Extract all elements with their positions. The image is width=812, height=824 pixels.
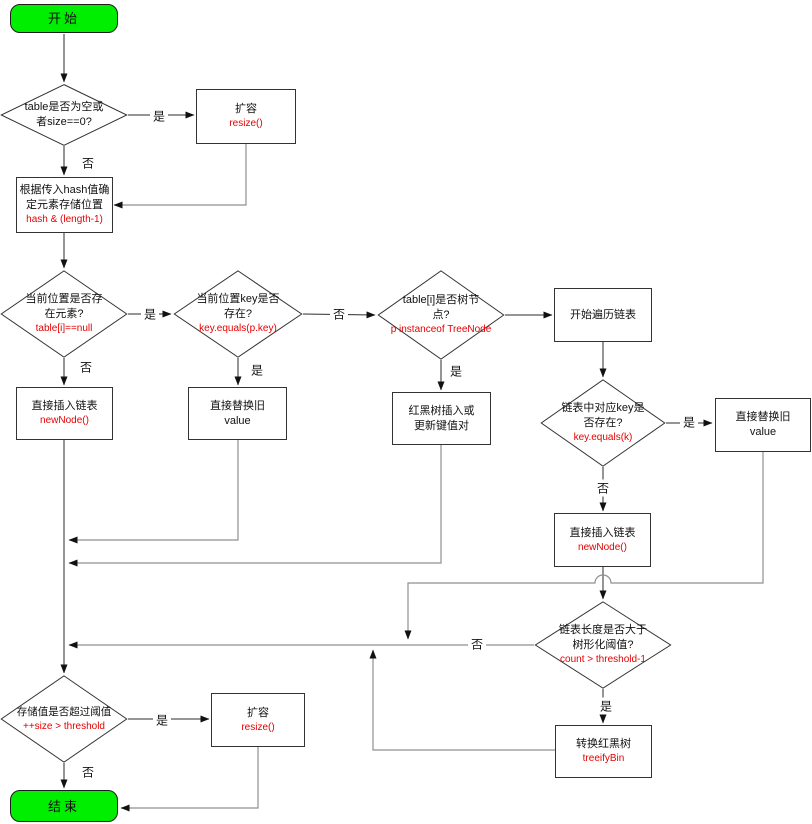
edge-label-no-listkey: 否: [593, 479, 613, 497]
process-rbtree-insert: 红黑树插入或 更新键值对: [392, 392, 491, 445]
decision-text: 存储值是否超过阈值: [16, 705, 112, 718]
process-code: resize(): [241, 721, 275, 733]
diamond-shape: [0, 270, 128, 358]
diamond-shape: [377, 270, 505, 360]
decision-text: table[i]是否树节: [402, 294, 480, 306]
edge-label-yes-empty: 是: [149, 107, 169, 125]
edge-label-yes-treenode: 是: [446, 362, 466, 380]
process-text: value: [749, 426, 777, 438]
process-text: 红黑树插入或: [408, 404, 475, 417]
process-code: newNode(): [40, 415, 89, 426]
diamond-shape: [0, 84, 128, 146]
decision-list-length: 链表长度是否大于 树形化阈值? count > threshold-1: [534, 601, 672, 689]
decision-size-threshold: 存储值是否超过阈值 ++size > threshold: [0, 675, 128, 763]
decision-text: 链表长度是否大于: [559, 624, 647, 636]
process-replace-value-mid: 直接替换旧 value: [188, 387, 287, 440]
decision-text: 者size==0?: [36, 116, 92, 128]
decision-text: 在元素?: [44, 308, 84, 320]
start-terminal: 开始: [10, 4, 118, 33]
decision-code: count > threshold-1: [560, 654, 646, 665]
process-text: 更新键值对: [414, 419, 469, 432]
edge-label-no-empty: 否: [78, 154, 98, 172]
process-text: 直接替换旧: [210, 399, 265, 412]
edge-label-yes-key: 是: [247, 361, 267, 379]
decision-tree-node: table[i]是否树节 点? p instanceof TreeNode: [377, 270, 505, 360]
edge-label-yes-listkey: 是: [679, 413, 699, 431]
decision-table-empty: table是否为空或 者size==0?: [0, 84, 128, 146]
diamond-shape: [0, 675, 128, 763]
edge-label-yes-size: 是: [152, 711, 172, 729]
decision-text: 链表中对应key是: [561, 402, 645, 414]
process-insert-list-right: 直接插入链表 newNode(): [554, 513, 651, 567]
decision-text: 树形化阈值?: [572, 639, 634, 651]
edge-label-no-size: 否: [78, 763, 98, 781]
decision-key-exists: 当前位置key是否 存在? key.equals(p.key): [173, 270, 303, 358]
decision-code: table[i]==null: [35, 323, 93, 334]
decision-code: key.equals(k): [573, 432, 633, 443]
edge-label-yes-exist: 是: [140, 305, 160, 323]
connector-replace-right-to-merge: [404, 452, 764, 640]
edge-label-no-exist: 否: [76, 358, 96, 376]
process-replace-value-right: 直接替换旧 value: [715, 398, 811, 452]
process-code: hash & (length-1): [26, 214, 103, 225]
process-text: 定元素存储位置: [26, 199, 103, 211]
process-code: treeifyBin: [582, 753, 625, 764]
process-insert-list-left: 直接插入链表 newNode(): [16, 387, 113, 440]
diamond-shape: [173, 270, 303, 358]
process-resize-bottom: 扩容 resize(): [211, 693, 305, 747]
decision-text: 存在?: [223, 308, 253, 320]
start-label: 开始: [47, 11, 80, 26]
connector-resize-bottom-to-end: [120, 747, 259, 812]
connector-replace-mid-to-trunk: [68, 440, 239, 544]
edge-label-yes-listlength: 是: [596, 697, 616, 715]
edge-label-no-listlength: 否: [467, 635, 487, 653]
end-terminal: 结束: [10, 790, 118, 822]
process-text: 开始遍历链表: [570, 308, 636, 321]
connector-treeify-to-merge: [369, 649, 555, 751]
end-label: 结束: [47, 798, 80, 814]
process-text: 直接替换旧: [735, 411, 791, 423]
connector-rbtree-to-trunk: [68, 445, 442, 567]
decision-text: 点?: [432, 309, 450, 321]
decision-code: ++size > threshold: [23, 720, 105, 732]
process-traverse-list: 开始遍历链表: [554, 288, 652, 342]
process-text: 直接插入链表: [31, 400, 98, 412]
process-text: value: [224, 414, 251, 427]
diamond-shape: [540, 379, 666, 467]
decision-code: p instanceof TreeNode: [390, 324, 492, 335]
process-resize-top: 扩容 resize(): [196, 89, 296, 144]
process-treeify-bin: 转换红黑树 treeifyBin: [555, 725, 652, 778]
process-text: 转换红黑树: [576, 738, 631, 750]
decision-text: 当前位置key是否: [196, 293, 280, 305]
process-text: 根据传入hash值确: [19, 184, 110, 196]
decision-list-key-exists: 链表中对应key是 否存在? key.equals(k): [540, 379, 666, 467]
process-code: newNode(): [578, 541, 627, 553]
process-code: resize(): [229, 118, 263, 129]
decision-text: 当前位置是否存: [25, 293, 103, 305]
edge-label-no-key: 否: [329, 305, 349, 323]
decision-code: key.equals(p.key): [199, 323, 277, 334]
process-hash-position: 根据传入hash值确 定元素存储位置 hash & (length-1): [16, 177, 113, 233]
decision-element-exists: 当前位置是否存 在元素? table[i]==null: [0, 270, 128, 358]
process-text: 直接插入链表: [569, 526, 636, 539]
process-text: 扩容: [247, 706, 269, 719]
process-text: 扩容: [235, 103, 257, 115]
diamond-shape: [534, 601, 672, 689]
decision-text: 否存在?: [583, 417, 623, 429]
connector-resize-to-hash: [113, 144, 247, 209]
decision-text: table是否为空或: [24, 101, 104, 113]
